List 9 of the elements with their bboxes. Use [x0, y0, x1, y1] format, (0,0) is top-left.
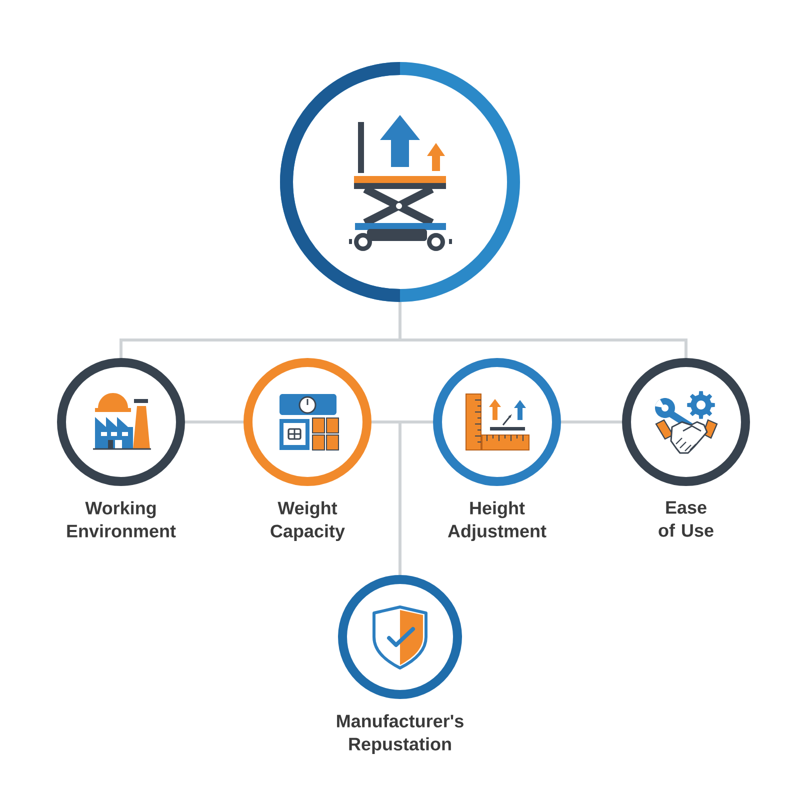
feature-label: Manufacturer's Repustation [337, 714, 464, 754]
feature-label: Height Adjustment [448, 501, 546, 542]
feature-label: Ease of Use [658, 501, 714, 537]
connector-line [398, 302, 688, 358]
connector-line [185, 420, 244, 424]
feature-label: Working Environment [67, 501, 176, 538]
connector-line [561, 420, 622, 424]
feature-label: Weight Capacity [270, 501, 345, 542]
connector-line [398, 420, 433, 575]
